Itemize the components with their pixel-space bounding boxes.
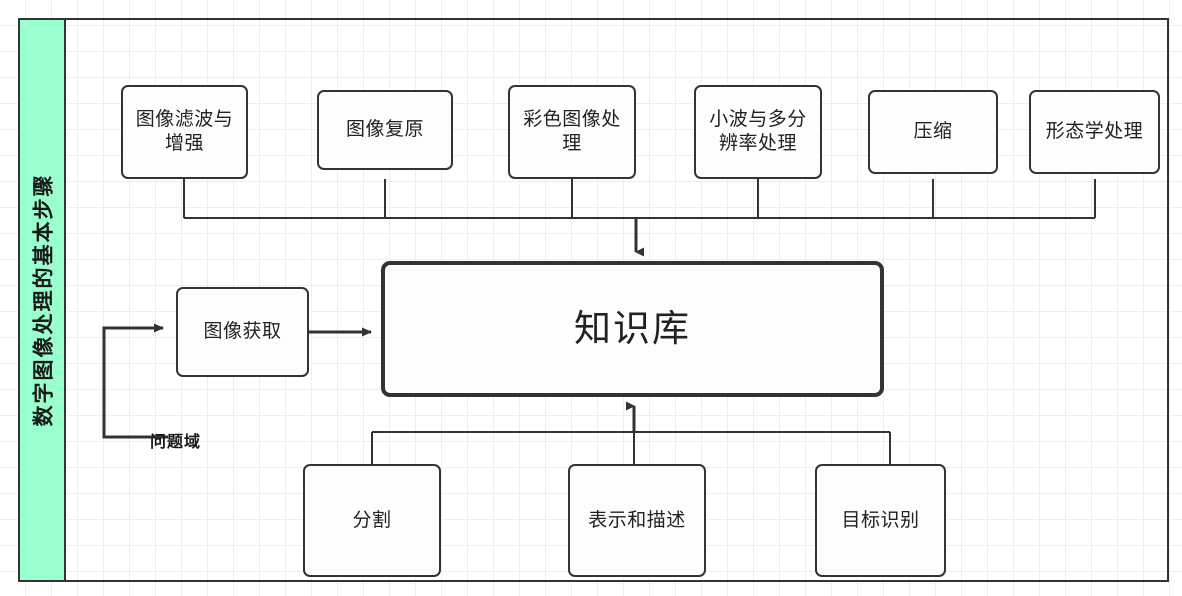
node-morphological-processing[interactable]: 形态学处理 (1029, 90, 1160, 174)
node-label: 表示和描述 (588, 509, 686, 531)
node-label: 图像获取 (203, 321, 282, 343)
problem-domain-label: 问题域 (150, 434, 202, 451)
node-knowledge-base[interactable]: 知识库 (381, 261, 884, 397)
node-label: 图像复原 (345, 119, 424, 141)
node-object-recognition[interactable]: 目标识别 (815, 464, 946, 577)
node-label: 知识库 (574, 307, 691, 349)
node-label: 形态学处理 (1045, 121, 1144, 143)
node-compression[interactable]: 压缩 (868, 90, 998, 174)
diagram-title-banner: 数字图像处理的基本步骤 (18, 18, 66, 582)
node-label: 目标识别 (841, 509, 920, 531)
node-image-filtering-enhancement[interactable]: 图像滤波与 增强 (121, 85, 248, 179)
node-color-image-processing[interactable]: 彩色图像处 理 (508, 85, 636, 179)
node-wavelet-multiresolution[interactable]: 小波与多分 辨率处理 (694, 85, 822, 179)
node-label: 压缩 (913, 121, 953, 143)
node-label: 彩色图像处 理 (523, 109, 621, 154)
node-segmentation[interactable]: 分割 (303, 464, 441, 577)
node-label: 小波与多分 辨率处理 (709, 109, 807, 154)
node-image-restoration[interactable]: 图像复原 (317, 90, 453, 170)
diagram-title-label: 数字图像处理的基本步骤 (32, 173, 55, 427)
node-label: 图像滤波与 增强 (135, 109, 234, 154)
node-label: 分割 (352, 509, 392, 531)
node-image-acquisition[interactable]: 图像获取 (176, 287, 309, 377)
node-representation-description[interactable]: 表示和描述 (568, 464, 706, 577)
